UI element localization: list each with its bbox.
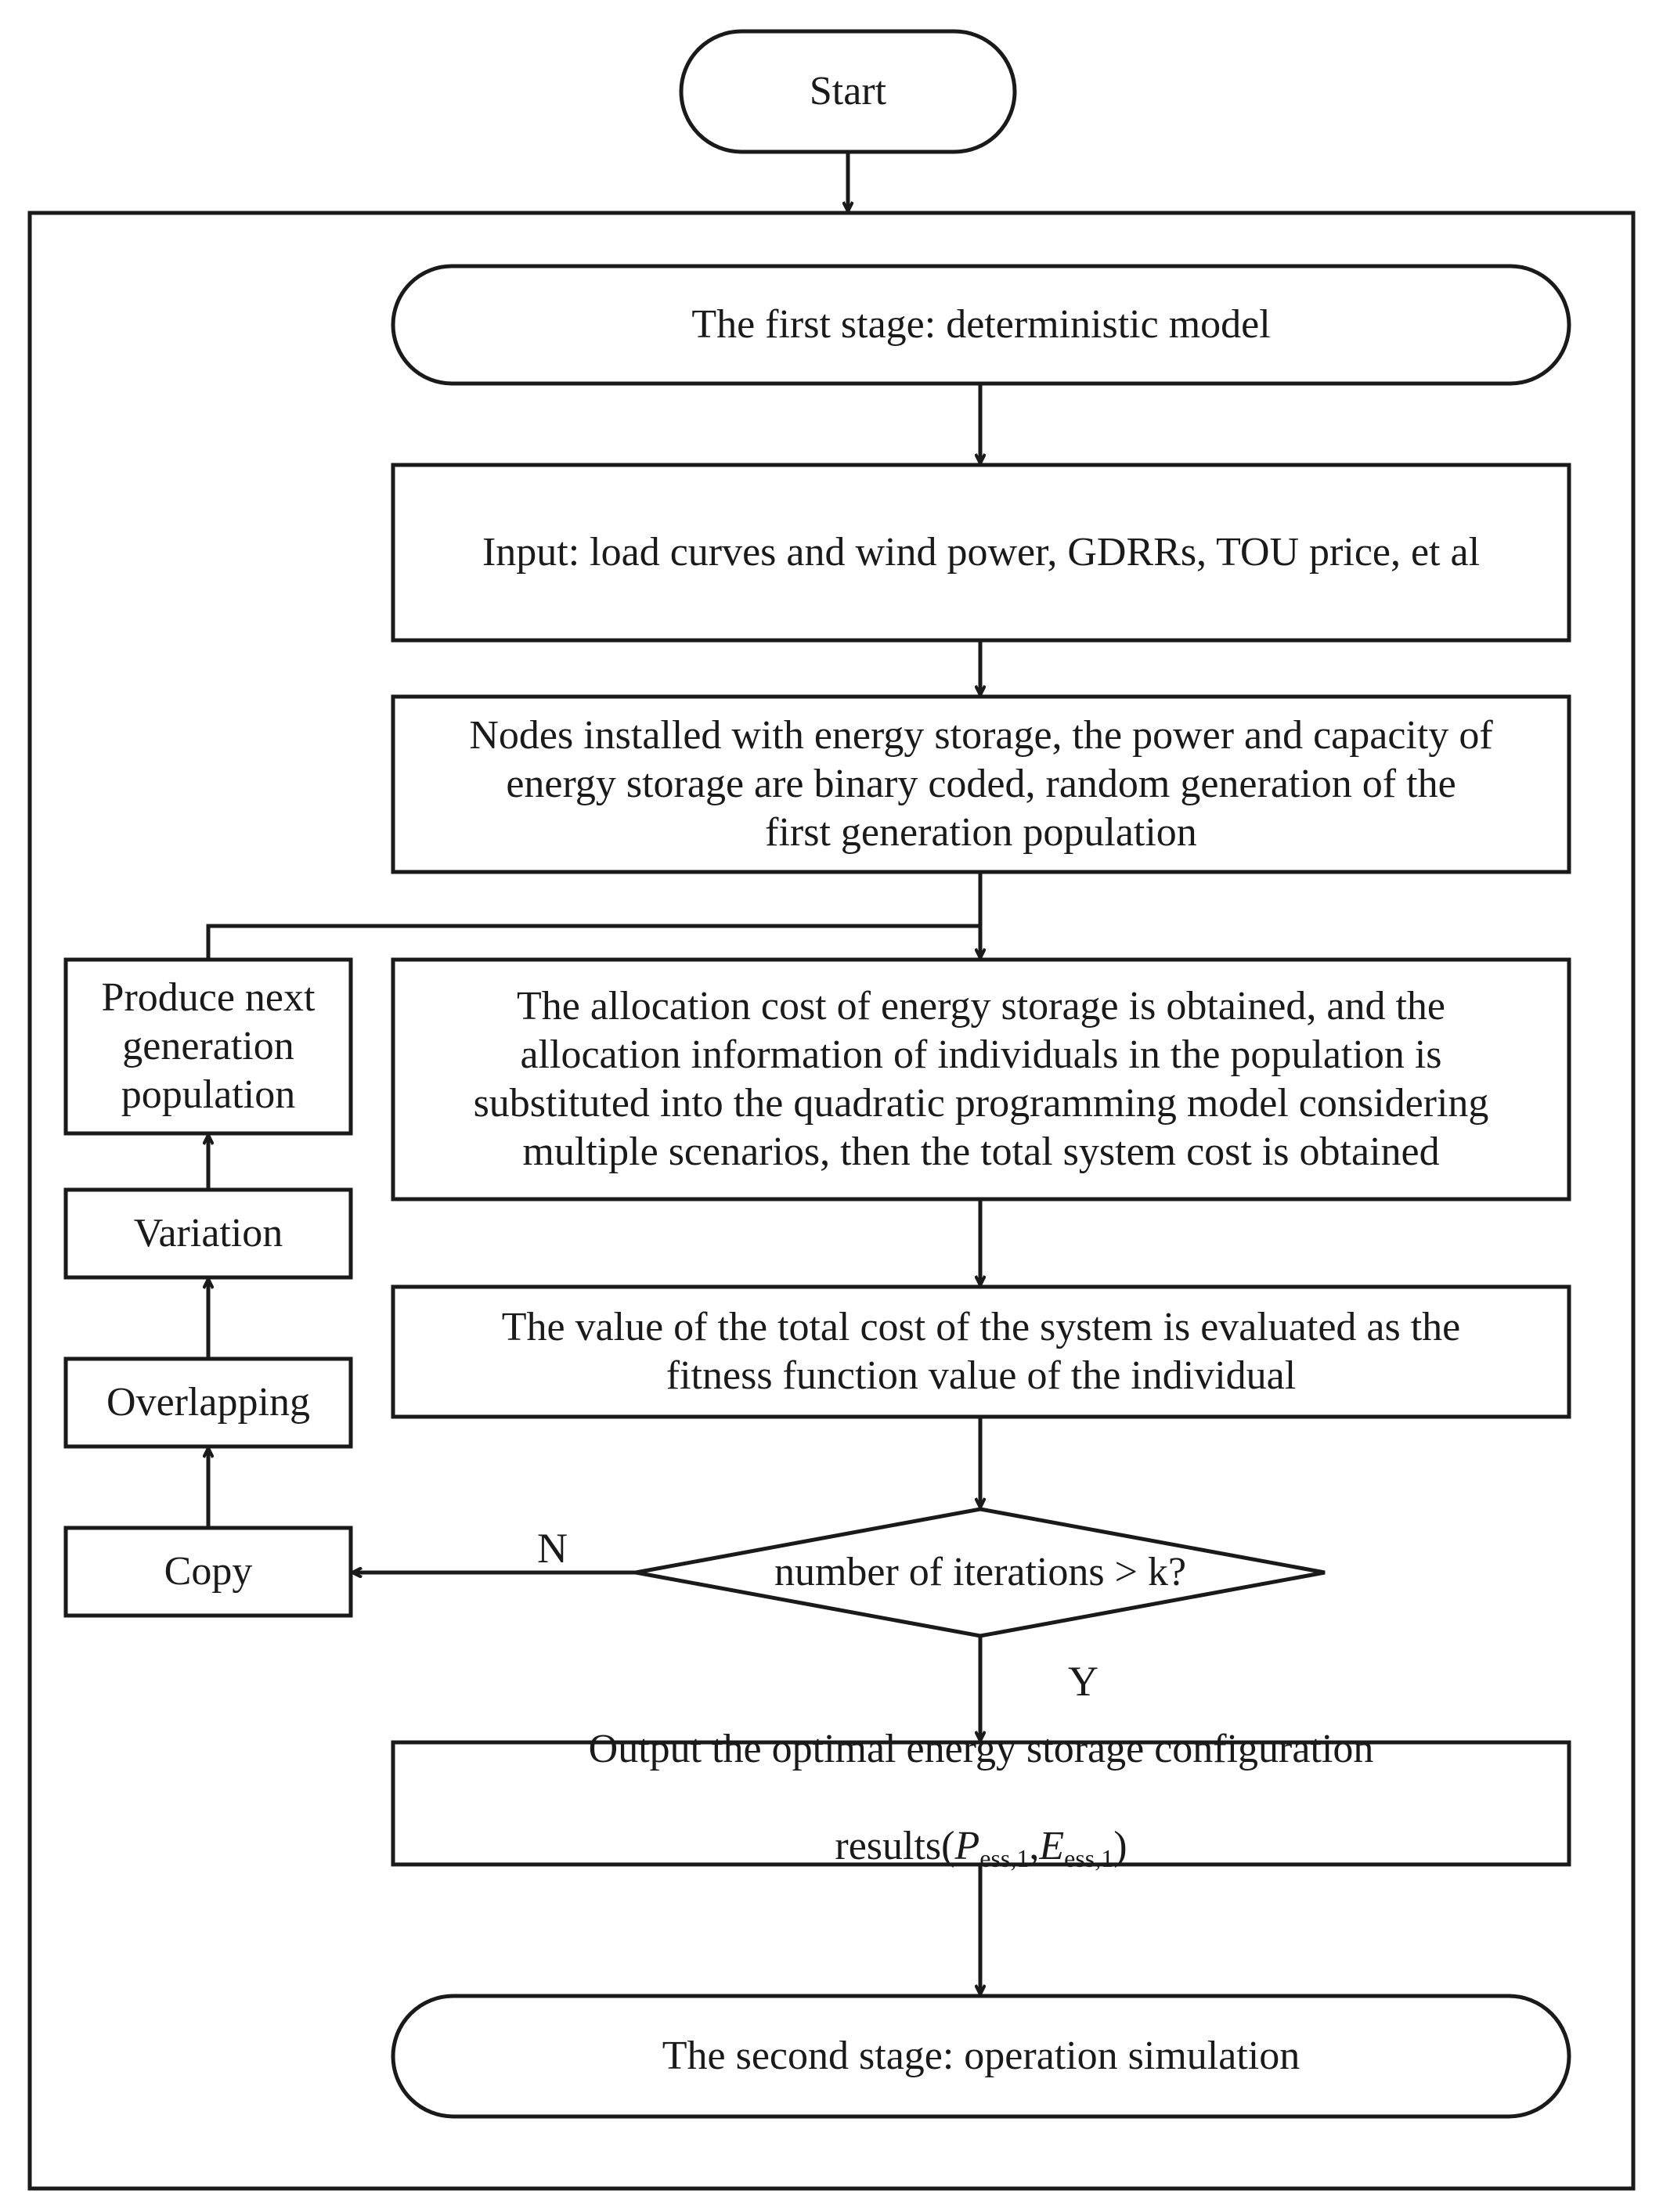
second-stage-terminator-shape	[391, 1994, 1571, 2119]
input-node: Input: load curves and wind power, GDRRs…	[482, 530, 1481, 575]
outer-frame	[27, 211, 1636, 2191]
output-e-subscript: ess,1	[1064, 1843, 1114, 1872]
overlapping-node: Overlapping	[106, 1380, 310, 1425]
output-suffix: )	[1113, 1823, 1127, 1868]
output-p-subscript: ess,1	[979, 1843, 1030, 1872]
edge-produce-back-to-main	[206, 924, 980, 960]
produce-next-node: Produce next generation population	[101, 975, 316, 1117]
fitness-node: The value of the total cost of the syste…	[501, 1305, 1461, 1398]
copy-node: Copy	[164, 1549, 253, 1594]
second-stage-node: The second stage: operation simulation	[662, 2034, 1300, 2078]
output-comma: ,	[1029, 1823, 1040, 1868]
start-node: Start	[809, 69, 887, 113]
output-e-symbol: E	[1039, 1823, 1065, 1868]
encode-node: Nodes installed with energy storage, the…	[469, 713, 1493, 855]
variation-node: Variation	[133, 1211, 283, 1256]
output-line-1: Output the optimal energy storage config…	[588, 1726, 1374, 1771]
output-p-symbol: P	[954, 1823, 980, 1868]
output-prefix: results(	[835, 1823, 955, 1868]
output-node: Output the optimal energy storage config…	[393, 1727, 1569, 1872]
first-stage-node: The first stage: deterministic model	[691, 302, 1271, 347]
allocation-node: The allocation cost of energy storage is…	[473, 984, 1489, 1174]
output-line-2: results(Pess,1,Eess,1)	[835, 1774, 1127, 1882]
edge-label-no: N	[537, 1525, 568, 1572]
edge-label-yes: Y	[1068, 1658, 1098, 1705]
decision-node: number of iterations > k?	[774, 1550, 1187, 1594]
